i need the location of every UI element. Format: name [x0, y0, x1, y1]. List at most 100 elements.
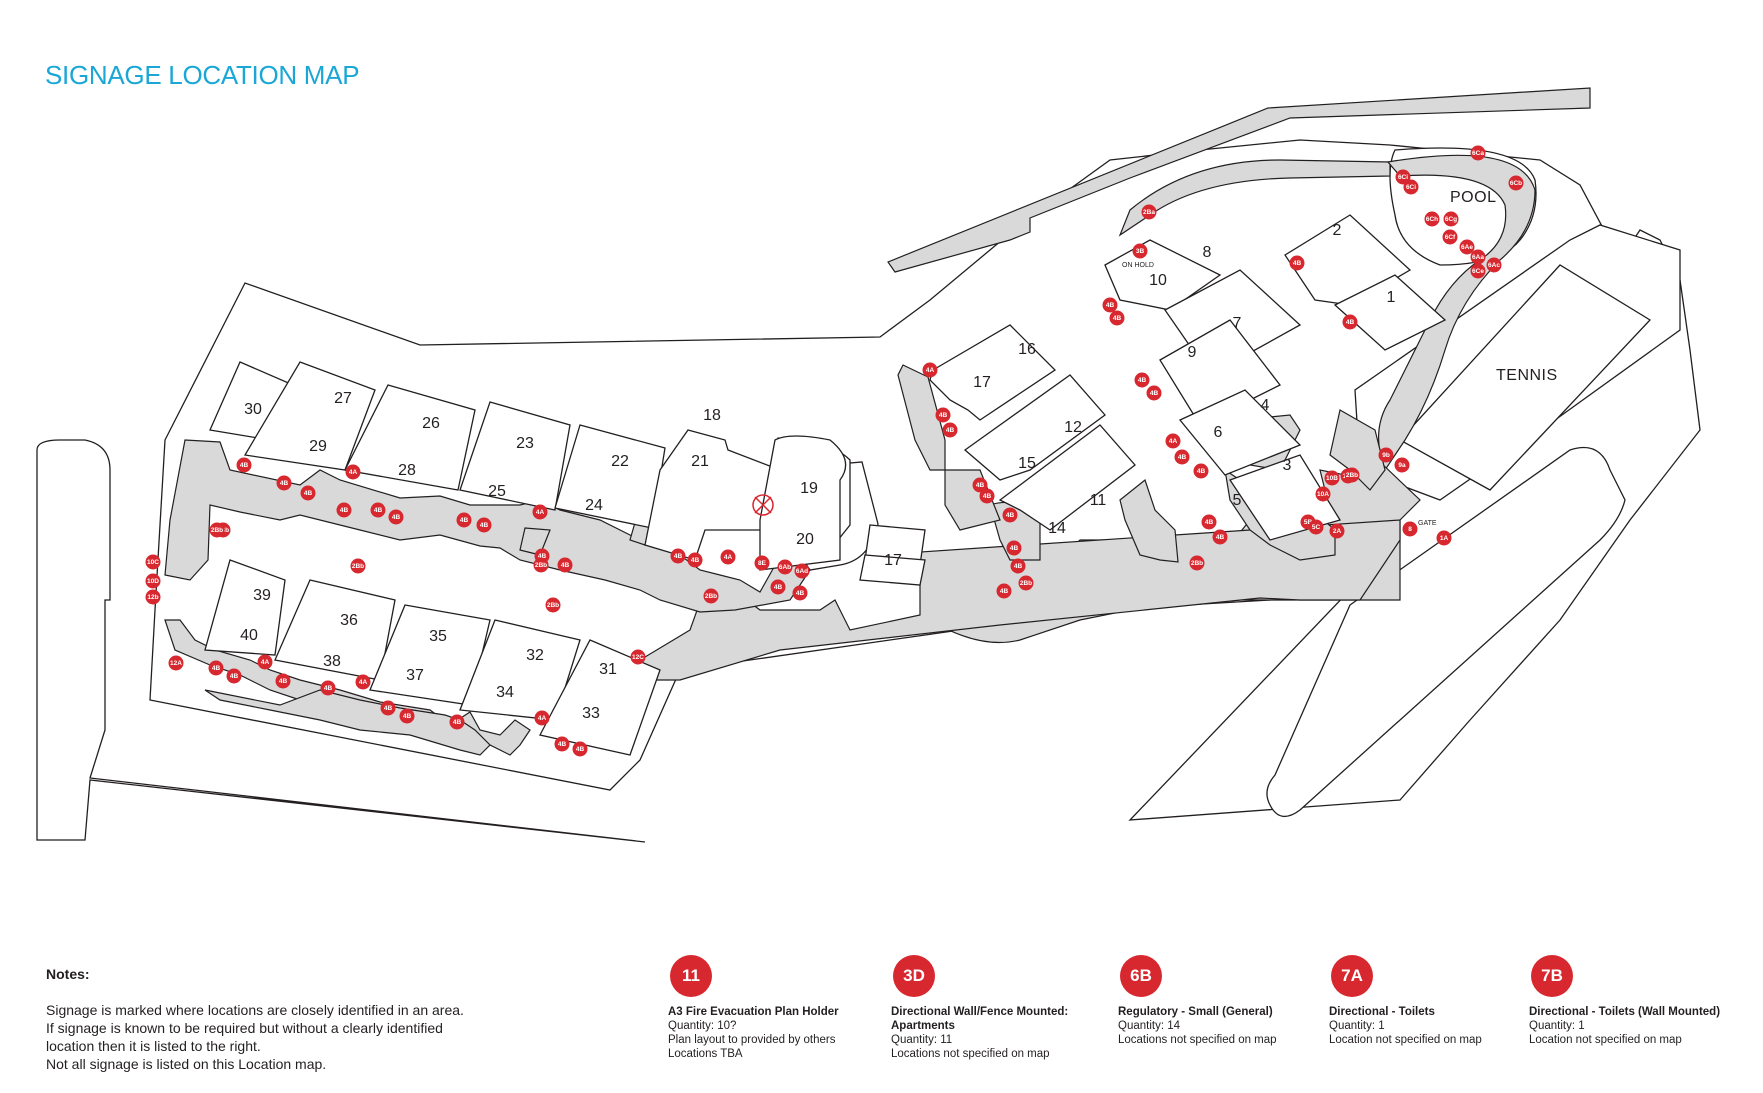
signage-marker-label: 4B — [796, 590, 805, 597]
unit-label: 20 — [796, 531, 814, 548]
signage-marker: 4B — [554, 736, 570, 752]
signage-marker-label: 6Ca — [1472, 150, 1484, 157]
signage-marker: 4B — [972, 477, 988, 493]
signage-marker-label: 4B — [674, 553, 683, 560]
note-line: Not all signage is listed on this Locati… — [46, 1056, 327, 1072]
notes-section: Notes: Signage is marked where locations… — [46, 965, 506, 1073]
signage-marker-label: 4B — [1006, 512, 1015, 519]
legend-line: Locations TBA — [668, 1048, 743, 1060]
signage-marker-label: 4B — [384, 705, 393, 712]
signage-marker-label: 6Ce — [1472, 268, 1484, 275]
signage-marker: 4B — [670, 548, 686, 564]
signage-markers: 4B4B4B4B4A2Bb4B4B4B4B4A2Bb4B4B2Bb10C10D1… — [145, 145, 1524, 757]
signage-marker: 4B — [449, 714, 465, 730]
signage-marker: 3B — [1132, 243, 1148, 259]
cross-symbol — [752, 494, 774, 516]
signage-marker-label: 5C — [1312, 524, 1321, 531]
signage-marker: 4A — [345, 464, 361, 480]
gate-label: GATE — [1418, 520, 1437, 527]
signage-marker: 4B — [380, 700, 396, 716]
signage-marker-label: 2Bb — [1346, 472, 1358, 479]
signage-marker: 10D — [145, 573, 161, 589]
signage-marker-label: 4A — [1169, 438, 1178, 445]
signage-marker: 4B — [236, 457, 252, 473]
signage-marker-label: 4B — [691, 557, 700, 564]
signage-marker-label: 6Ci — [1406, 184, 1416, 191]
signage-marker-label: 9a — [1398, 462, 1406, 469]
note-line: location then it is listed to the right. — [46, 1038, 261, 1054]
signage-marker-label: 4B — [1010, 545, 1019, 552]
signage-marker-label: 2Bb — [211, 527, 223, 534]
signage-marker: 4B — [1134, 372, 1150, 388]
legend-line: Plan layout to provided by others — [668, 1034, 836, 1046]
signage-marker: 6Ch — [1424, 211, 1440, 227]
signage-marker-label: 4B — [1216, 534, 1225, 541]
signage-marker: 6Aa — [1470, 249, 1486, 265]
signage-marker-label: 4B — [983, 493, 992, 500]
legend-item-3d: 3D Directional Wall/Fence Mounted: Apart… — [891, 955, 1068, 1061]
signage-marker: 4A — [257, 654, 273, 670]
unit-label: 10 — [1149, 272, 1167, 289]
signage-marker-label: 4B — [324, 685, 333, 692]
signage-marker: 6Ci — [1395, 169, 1411, 185]
unit-label: 4 — [1261, 397, 1270, 414]
signage-marker: 9b — [1378, 447, 1394, 463]
unit-label: 25 — [488, 483, 506, 500]
legend-badge: 3D — [893, 955, 935, 997]
signage-marker-label: 8 — [1408, 526, 1412, 533]
signage-marker: 5C — [1308, 519, 1324, 535]
signage-marker-label: 2Bb — [1191, 560, 1203, 567]
signage-marker-label: 4B — [1178, 454, 1187, 461]
signage-marker: 4B — [1193, 463, 1209, 479]
signage-marker-label: 4B — [403, 713, 412, 720]
unit-label: 17 — [973, 374, 991, 391]
signage-marker-label: 6Cb — [1510, 180, 1522, 187]
unit-label: 5 — [1233, 492, 1242, 509]
signage-marker: 4B — [979, 488, 995, 504]
signage-marker-label: 4B — [1205, 519, 1214, 526]
buildings — [204, 214, 1447, 756]
signage-marker: 4B — [1212, 529, 1228, 545]
signage-marker: 4B — [476, 517, 492, 533]
legend-item-6b: 6B Regulatory - Small (General) Quantity… — [1118, 955, 1277, 1047]
signage-marker-label: 4B — [212, 665, 221, 672]
signage-marker-label: 12b — [147, 594, 158, 601]
signage-marker: 10C — [145, 554, 161, 570]
legend-title: A3 Fire Evacuation Plan Holder — [668, 1006, 839, 1018]
unit-label: 18 — [703, 407, 721, 424]
unit-label: 3 — [1283, 457, 1292, 474]
signage-marker: 4A — [532, 504, 548, 520]
unit-label: 1 — [1387, 289, 1396, 306]
signage-marker-label: 4B — [392, 514, 401, 521]
unit-label: 35 — [429, 628, 447, 645]
unit-label: 36 — [340, 612, 358, 629]
signage-marker-label: 4B — [480, 522, 489, 529]
legend-line: Quantity: 1 — [1529, 1020, 1585, 1032]
signage-marker: 4A — [1165, 433, 1181, 449]
signage-marker: 4B — [1002, 507, 1018, 523]
signage-marker-label: 4B — [453, 719, 462, 726]
signage-marker: 4B — [557, 557, 573, 573]
signage-marker: 4A — [355, 674, 371, 690]
signage-marker: 4B — [935, 407, 951, 423]
unit-label: 34 — [496, 684, 514, 701]
signage-marker-label: 4B — [576, 746, 585, 753]
signage-marker-label: 6Aa — [1472, 254, 1484, 261]
legend-badge: 7A — [1331, 955, 1373, 997]
unit-labels: 1 2 3 4 5 6 7 8 9 10 11 12 14 15 16 17 1… — [240, 189, 1558, 722]
signage-marker: 6Cb — [1508, 175, 1524, 191]
signage-marker-label: 4B — [240, 462, 249, 469]
signage-marker-label: 4A — [538, 715, 547, 722]
legend-line: Quantity: 11 — [891, 1034, 953, 1046]
unit-label: 14 — [1048, 520, 1066, 537]
signage-marker-label: 4A — [349, 469, 358, 476]
signage-marker: 4B — [300, 485, 316, 501]
signage-marker-label: 6Ae — [1461, 244, 1473, 251]
note-line: Signage is marked where locations are cl… — [46, 1002, 464, 1018]
unit-label: 19 — [800, 480, 818, 497]
signage-marker-label: 2Bb — [1020, 580, 1032, 587]
signage-marker: 6Ci — [1403, 179, 1419, 195]
tennis-label: TENNIS — [1496, 367, 1558, 384]
signage-marker: 12b — [145, 589, 161, 605]
signage-marker-label: 6Ch — [1426, 216, 1438, 223]
